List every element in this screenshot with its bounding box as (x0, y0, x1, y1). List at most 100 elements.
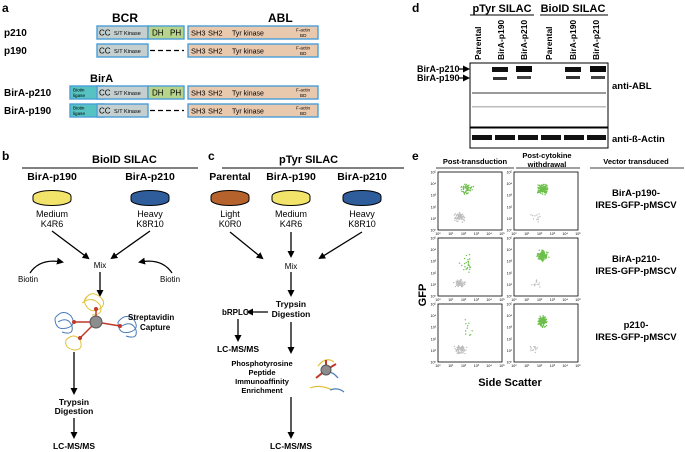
gfp-positive-point (540, 258, 543, 261)
tyr-kinase-domain: Tyr kinase (232, 91, 264, 98)
culture-dish-side (342, 196, 382, 206)
gfp-negative-point (533, 345, 535, 348)
col-header-2a: Post-cytokine (522, 151, 571, 160)
gfp-negative-point (456, 218, 458, 220)
dish-heavy (130, 190, 170, 206)
enrich-3: Immunoaffinity (235, 377, 290, 386)
tick-label: 10⁴ (506, 182, 512, 186)
bioid-col2-label2: K8R10 (136, 219, 164, 229)
antibody-complex (309, 359, 345, 393)
tick-label: 10⁰ (435, 298, 441, 302)
tick-label: 10⁴ (562, 298, 568, 302)
tick-label: 10⁴ (486, 298, 492, 302)
tick-label: 10⁵ (507, 303, 513, 307)
gfp-negative-point (463, 216, 466, 219)
gfp-positive-point (548, 256, 550, 258)
gfp-positive-point (538, 249, 541, 251)
gfp-positive-point (465, 254, 468, 257)
gfp-positive-point (469, 268, 471, 271)
gfp-positive-point (545, 255, 547, 258)
gfp-negative-point (461, 348, 464, 350)
gfp-negative-point (463, 283, 466, 286)
gfp-positive-point (538, 189, 540, 192)
gfp-positive-point (541, 325, 544, 328)
gfp-positive-point (544, 258, 546, 260)
gfp-positive-point (542, 318, 545, 321)
tick-label: 10⁰ (435, 232, 441, 236)
gfp-positive-point (544, 257, 547, 259)
gfp-positive-point (461, 190, 463, 193)
culture-dish-side (210, 196, 250, 206)
abl-region (187, 43, 319, 58)
gfp-positive-point (539, 187, 541, 189)
gfp-positive-point (460, 264, 463, 267)
gfp-negative-point (535, 280, 538, 282)
tick-label: 10⁵ (507, 237, 513, 241)
gfp-positive-point (546, 253, 548, 255)
gfp-positive-point (536, 254, 539, 256)
gfp-negative-point (465, 349, 467, 351)
gfp-negative-point (538, 282, 540, 284)
gfp-negative-point (462, 281, 464, 283)
marker-p190: BirA-p190 (417, 73, 460, 83)
gfp-positive-point (465, 261, 467, 264)
gfp-positive-point (542, 325, 545, 327)
tick-label: 10⁵ (431, 303, 437, 307)
gfp-negative-point (466, 346, 468, 348)
tick-label: 10⁵ (431, 237, 437, 241)
gfp-positive-point (467, 192, 469, 194)
tick-label: 10² (461, 232, 467, 236)
gfp-negative-point (460, 283, 462, 285)
gfp-negative-point (534, 285, 536, 287)
blot-label-actin: anti-ß-Actin (612, 134, 665, 145)
gfp-positive-point (464, 185, 466, 188)
ptyr-col-name: BirA-p190 (266, 171, 316, 183)
gfp-negative-point (461, 345, 464, 347)
gfp-positive-point (462, 190, 464, 193)
gfp-positive-point (546, 185, 548, 187)
gfp-positive-point (468, 271, 470, 273)
tick-label: 10² (537, 364, 543, 368)
tick-label: 10¹ (507, 283, 513, 287)
gfp-positive-point (537, 258, 540, 260)
gfp-positive-point (537, 184, 539, 186)
ph-label: PH (170, 29, 181, 38)
gfp-positive-point (546, 191, 548, 193)
gfp-positive-point (545, 191, 547, 194)
ptyr-col-label1: Heavy (349, 209, 375, 219)
gfp-negative-point (534, 351, 537, 354)
factin-bd-domain: BD (300, 93, 307, 98)
tick-label: 10⁰ (431, 229, 437, 233)
gfp-negative-point (461, 213, 464, 215)
sh3-domain: SH3 (191, 47, 206, 56)
enrich-1: Phosphotyrosine (231, 359, 292, 368)
sh2-domain: SH2 (208, 47, 223, 56)
gfp-positive-point (462, 186, 464, 188)
arrow (29, 257, 64, 274)
gfp-positive-point (467, 258, 469, 261)
tick-label: 10⁵ (575, 298, 581, 302)
tick-label: 10¹ (507, 217, 513, 221)
panel-d-label: d (412, 1, 419, 15)
blot-actin (469, 127, 609, 149)
gfp-positive-point (539, 322, 541, 324)
st-kinase-domain: S/T Kinase (114, 31, 141, 37)
gfp-positive-point (544, 183, 546, 186)
gfp-positive-point (468, 258, 471, 260)
strep-label-2: Capture (140, 323, 171, 332)
gfp-positive-point (467, 260, 470, 263)
strep-label-1: Streptavidin (128, 313, 174, 322)
bioid-lcms: LC-MS/MS (53, 441, 95, 451)
ptyr-silac-title: pTyr SILAC (279, 154, 338, 166)
plot-frame (513, 237, 579, 297)
lane-label: Parental (473, 26, 483, 60)
gfp-negative-point (459, 347, 462, 349)
bcr-header: BCR (112, 11, 138, 25)
gfp-positive-point (544, 194, 546, 196)
gfp-positive-point (544, 320, 547, 322)
